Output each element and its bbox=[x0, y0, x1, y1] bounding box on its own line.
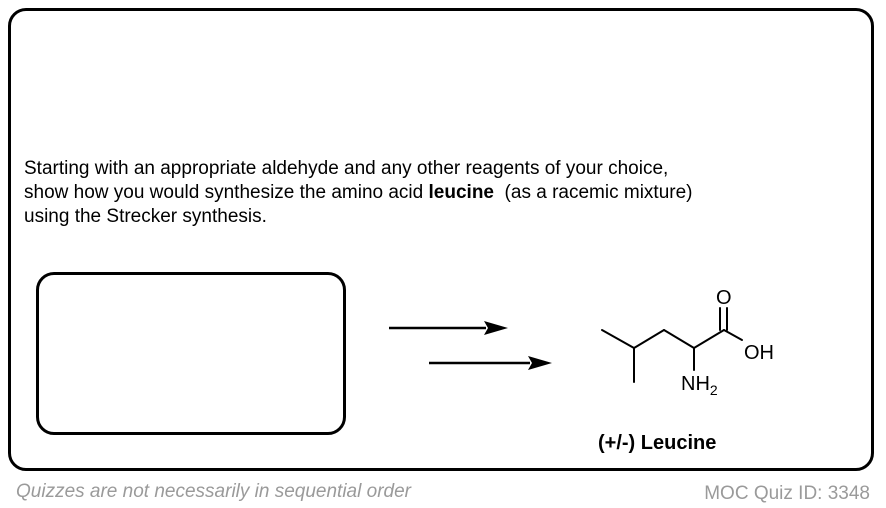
amine-subscript: 2 bbox=[710, 382, 718, 398]
hydroxyl-label: OH bbox=[744, 342, 774, 364]
question-line-1: Starting with an appropriate aldehyde an… bbox=[24, 158, 669, 179]
quiz-id: MOC Quiz ID: 3348 bbox=[704, 483, 870, 504]
amine-label-main: NH bbox=[681, 373, 710, 395]
question-line-2-start: show how you would synthesize the amino … bbox=[24, 182, 429, 203]
question-keyword-leucine: leucine bbox=[428, 182, 494, 203]
reaction-arrow-1 bbox=[389, 321, 508, 335]
molecule-caption: (+/-) Leucine bbox=[598, 432, 717, 454]
reaction-arrows bbox=[389, 321, 552, 370]
question-line-2-end: (as a racemic mixture) bbox=[494, 182, 693, 203]
question-line-3: using the Strecker synthesis. bbox=[24, 206, 267, 227]
amine-label: NH2 bbox=[681, 373, 718, 398]
leucine-bonds bbox=[601, 307, 743, 383]
question-text: Starting with an appropriate aldehyde an… bbox=[24, 157, 844, 229]
answer-box[interactable] bbox=[36, 272, 346, 435]
leucine-structure: O OH NH2 bbox=[601, 287, 774, 398]
footer-note: Quizzes are not necessarily in sequentia… bbox=[16, 481, 411, 502]
reaction-arrow-2 bbox=[429, 356, 552, 370]
oxygen-label: O bbox=[716, 287, 732, 309]
